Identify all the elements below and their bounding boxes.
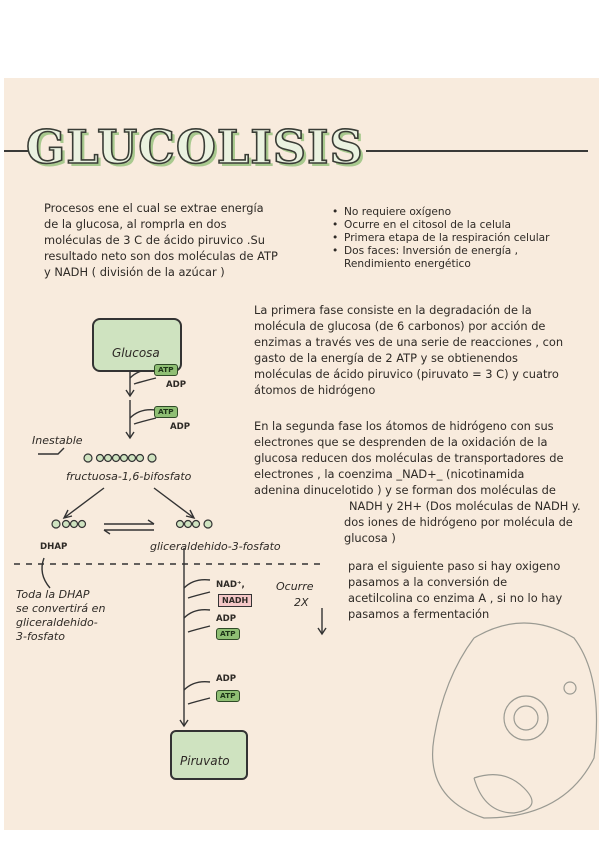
paragraph-line: enzimas a través ves de una serie de rea… bbox=[254, 335, 564, 349]
paragraph-line: electrones que se desprenden de la oxida… bbox=[254, 435, 548, 449]
intro-line: de la glucosa, al romprla en dos bbox=[44, 217, 227, 231]
intro-text: Procesos ene el cual se extrae energía d… bbox=[44, 200, 278, 280]
note-line: gliceraldehido- bbox=[16, 616, 98, 629]
paragraph-line: acetilcolina co enzima A , si no lo hay bbox=[348, 591, 563, 605]
glucosa-label: Glucosa bbox=[112, 346, 160, 360]
title-row: GLUCOLISIS bbox=[4, 119, 599, 176]
paragraph-line: electrones , la coenzima _NAD+_ (nicotin… bbox=[254, 467, 525, 481]
document-sheet: GLUCOLISIS Procesos ene el cual se extra… bbox=[4, 78, 599, 830]
dhap-note: Toda la DHAP se convertirá en gliceralde… bbox=[16, 588, 105, 644]
paragraph-line: La primera fase consiste en la degradaci… bbox=[254, 303, 532, 317]
atp-badge: ATP bbox=[154, 364, 178, 376]
flow-arrows bbox=[14, 368, 327, 728]
dhap-chain bbox=[51, 519, 87, 529]
fructuosa-label: fructuosa-1,6-bifosfato bbox=[66, 470, 192, 483]
paragraph-line: molécula de glucosa (de 6 carbonos) por … bbox=[254, 319, 546, 333]
paragraph-line: átomos de hidrógeno bbox=[254, 383, 376, 397]
paragraph-line: para el siguiente paso si hay oxigeno bbox=[348, 559, 561, 573]
atp-badge: ATP bbox=[154, 406, 178, 418]
fact-item: Ocurre en el citosol de la celula bbox=[332, 219, 550, 232]
note-line: se convertirá en bbox=[16, 602, 106, 615]
intro-line: resultado neto son dos moléculas de ATP bbox=[44, 249, 278, 263]
piruvato-box bbox=[170, 730, 248, 780]
intro-line: moléculas de 3 C de ácido piruvico .Su bbox=[44, 233, 265, 247]
paragraph-line: En la segunda fase los átomos de hidróge… bbox=[254, 419, 554, 433]
adp-label: ADP bbox=[216, 614, 237, 624]
paragraph-line: dos iones de hidrógeno por molécula de bbox=[344, 515, 573, 529]
paragraph-line: glucosa reducen dos moléculas de transpo… bbox=[254, 451, 564, 465]
paragraph-line: pasamos a fermentación bbox=[348, 607, 490, 621]
paragraph-phase-one: La primera fase consiste en la degradaci… bbox=[254, 302, 563, 398]
note-line: 3-fosfato bbox=[16, 630, 65, 643]
fact-item: No requiere oxígeno bbox=[332, 206, 550, 219]
adp-label: ADP bbox=[216, 674, 237, 684]
fact-item: Rendimiento energético bbox=[344, 258, 471, 270]
title-rule-left bbox=[4, 150, 30, 152]
ocurre-label: Ocurre bbox=[276, 580, 314, 593]
atp-badge: ATP bbox=[216, 690, 240, 702]
adp-label: ADP bbox=[170, 422, 191, 432]
paragraph-line: adenina dinucelotido ) y se forman dos m… bbox=[254, 483, 556, 497]
paragraph-line: gasto de la energía de 2 ATP y se obtien… bbox=[254, 351, 518, 365]
dhap-label: DHAP bbox=[40, 542, 68, 552]
fructosa-chain bbox=[83, 453, 157, 463]
facts-list: No requiere oxígeno Ocurre en el citosol… bbox=[332, 206, 550, 271]
gliceraldehido-label: gliceraldehido-3-fosfato bbox=[150, 540, 281, 553]
note-line: Toda la DHAP bbox=[16, 588, 90, 601]
paragraph-phase-two: En la segunda fase los átomos de hidróge… bbox=[254, 418, 563, 498]
title-rule-right bbox=[366, 150, 588, 152]
paragraph-line: moléculas de ácido piruvico (piruvato = … bbox=[254, 367, 559, 381]
paragraph-continuation: dos iones de hidrógeno por molécula de g… bbox=[344, 514, 573, 546]
cell-sketch bbox=[432, 622, 598, 819]
nadh-box: NADH bbox=[218, 594, 253, 607]
nad-label: NAD⁺, bbox=[216, 580, 245, 590]
piruvato-label: Piruvato bbox=[180, 754, 230, 768]
page-title: GLUCOLISIS bbox=[25, 119, 364, 175]
paragraph-next-step: para el siguiente paso si hay oxigeno pa… bbox=[348, 558, 562, 622]
fact-item: Dos faces: Inversión de energía , bbox=[332, 245, 550, 258]
fact-item: Primera etapa de la respiración celular bbox=[332, 232, 550, 245]
paragraph-line: NADH y 2H+ (Dos moléculas de NADH y. bbox=[349, 499, 581, 513]
glucosa-box bbox=[92, 318, 182, 372]
glycolysis-diagram bbox=[14, 321, 598, 819]
inestable-label: Inestable bbox=[32, 434, 83, 447]
paragraph-line: glucosa ) bbox=[344, 531, 396, 545]
adp-label: ADP bbox=[166, 380, 187, 390]
g3p-chain bbox=[175, 519, 213, 529]
paragraph-line: pasamos a la conversión de bbox=[348, 575, 508, 589]
intro-line: y NADH ( división de la azúcar ) bbox=[44, 265, 225, 279]
atp-badge: ATP bbox=[216, 628, 240, 640]
two-x-label: 2X bbox=[294, 596, 309, 609]
intro-line: Procesos ene el cual se extrae energía bbox=[44, 201, 264, 215]
